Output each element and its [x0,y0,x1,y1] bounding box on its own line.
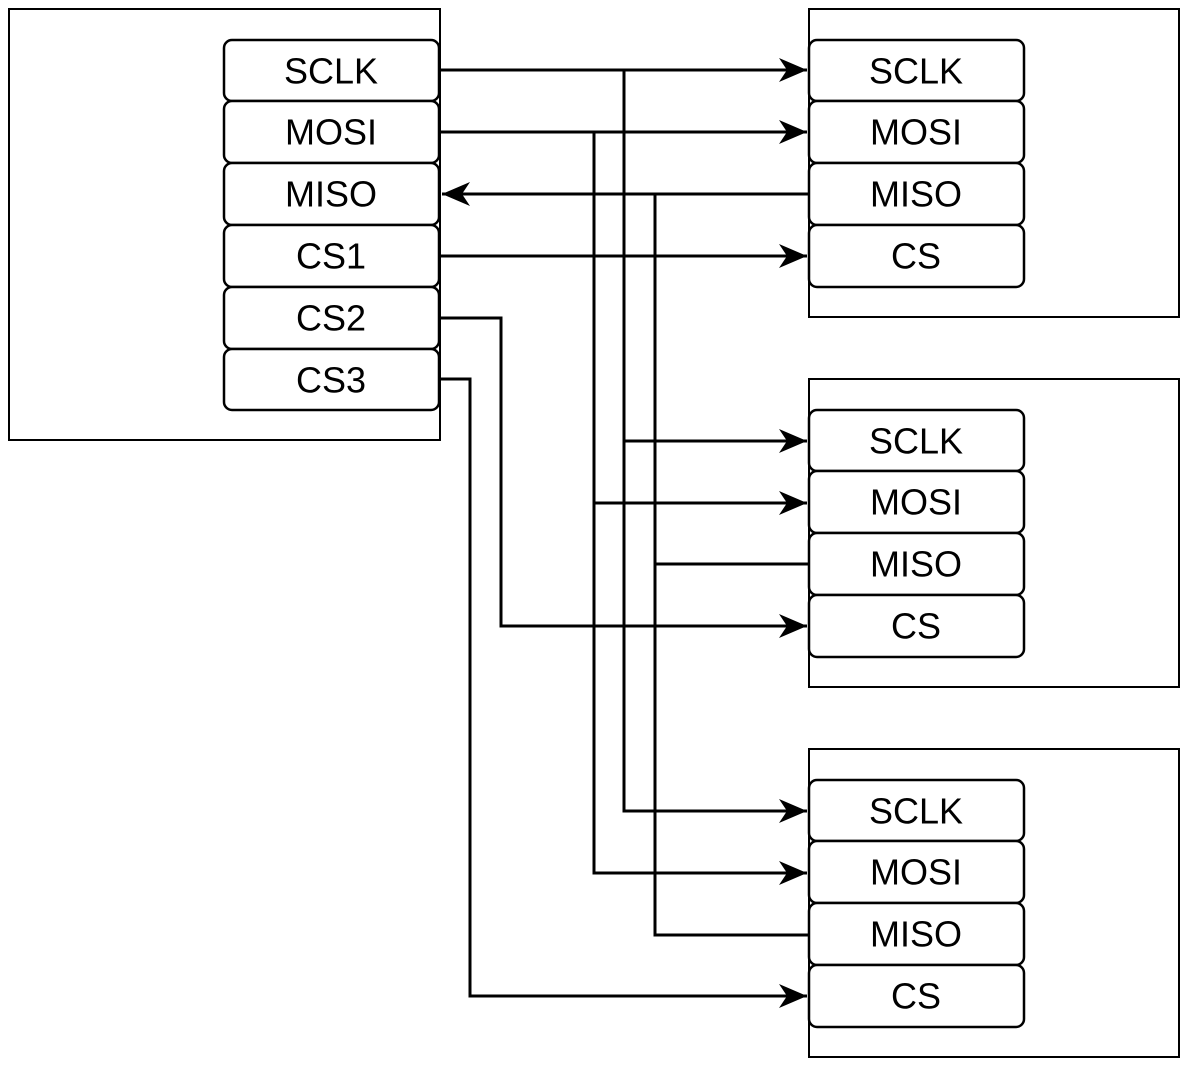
master-pin-cs2-label: CS2 [296,298,366,339]
master-pin-cs1: CS1 [222,223,441,289]
master-pin-miso: MISO [222,161,441,227]
master-pin-cs2: CS2 [222,285,441,351]
master-pin-miso-label: MISO [285,174,377,215]
miso-wire-slave2 [653,194,809,566]
slave3-pin-mosi-label: MOSI [870,852,962,893]
slave3-pin-sclk-label: SCLK [869,791,963,832]
cs3-wire [440,377,807,1008]
slave2-pin-miso: MISO [807,531,1026,597]
master-pin-mosi: MOSI [222,99,441,165]
slave2-pin-sclk: SCLK [807,408,1026,473]
cs2-wire [440,316,807,638]
mosi-wire-slave3 [592,503,807,885]
slave3-pin-cs: CS [807,963,1026,1029]
slave3-pin-cs-label: CS [891,976,941,1017]
slave1-pin-cs-label: CS [891,236,941,277]
slave2-pin-cs: CS [807,593,1026,659]
master-pin-mosi-label: MOSI [285,112,377,153]
sclk-wire-slave3 [622,441,807,823]
slave3-pin-miso: MISO [807,901,1026,967]
slave2-pin-mosi: MOSI [807,469,1026,535]
slave2-pin-mosi-label: MOSI [870,482,962,523]
slave2-pin-cs-label: CS [891,606,941,647]
slave1-pin-miso: MISO [807,161,1026,227]
miso-wire-slave3 [653,564,809,937]
slave1-pin-cs: CS [807,223,1026,289]
slave3-pin-miso-label: MISO [870,914,962,955]
master-pin-cs1-label: CS1 [296,236,366,277]
master-pin-cs3-label: CS3 [296,360,366,401]
slave1-pin-sclk-label: SCLK [869,51,963,92]
slave1-pin-miso-label: MISO [870,174,962,215]
slave2-pin-miso-label: MISO [870,544,962,585]
mosi-wire-slave2 [592,132,807,515]
slave3-pin-sclk: SCLK [807,778,1026,843]
master-pin-sclk: SCLK [222,38,441,103]
slave3-pin-mosi: MOSI [807,839,1026,905]
slave2-pin-sclk-label: SCLK [869,421,963,462]
slave1-pin-mosi: MOSI [807,99,1026,165]
master-pin-cs3: CS3 [222,347,441,412]
slave1-pin-mosi-label: MOSI [870,112,962,153]
master-pin-sclk-label: SCLK [284,51,378,92]
slave1-pin-sclk: SCLK [807,38,1026,103]
